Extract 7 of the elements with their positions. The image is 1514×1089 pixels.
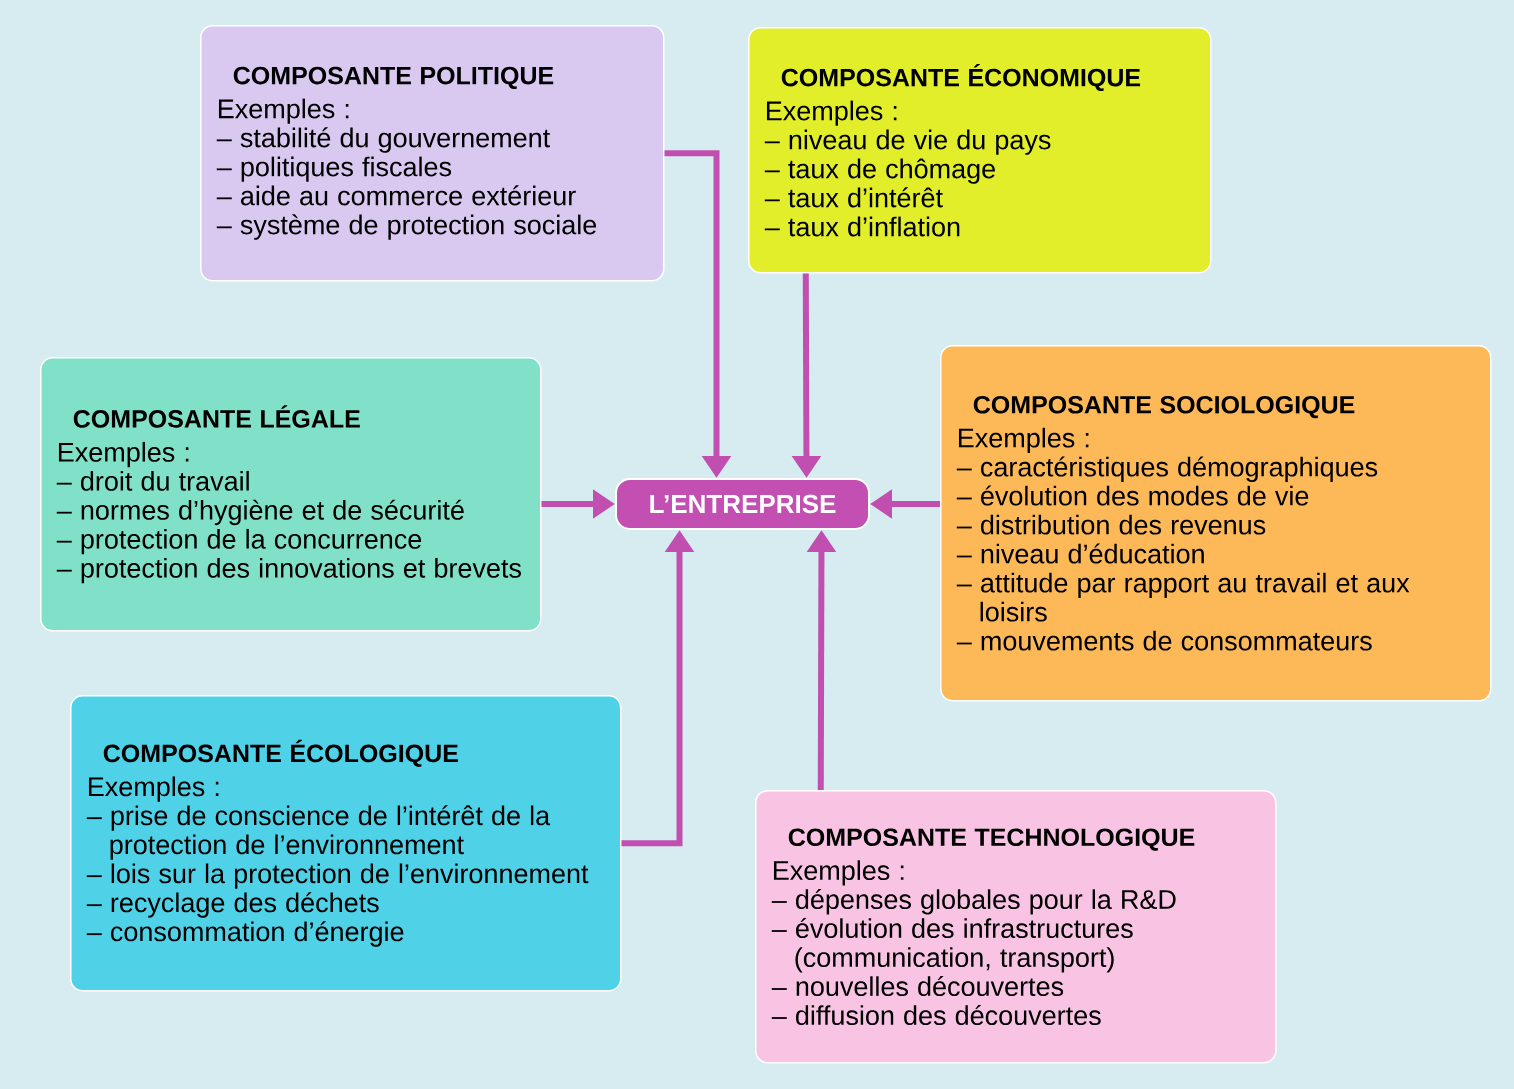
center-pill: L’ENTREPRISE — [615, 478, 870, 530]
component-box: COMPOSANTE ÉCOLOGIQUE Exemples : – prise de conscience de l’intérêt de la protection de l’environnement – lois sur la protection de l’environnement – recyclage des déchets – consommation d’énergie — [70, 695, 622, 992]
component-box: COMPOSANTE LÉGALE Exemples : – droit du travail – normes d’hygiène et de sécurité – protection de la concurrence – protection des innovations et brevets — [40, 357, 542, 632]
component-box: COMPOSANTE POLITIQUE Exemples : – stabilité du gouvernement – politiques fiscales – aide au commerce extérieur – système de protection sociale — [200, 25, 665, 282]
component-box: COMPOSANTE SOCIOLOGIQUE Exemples : – caractéristiques démographiques – évolution des modes de vie – distribution des revenus – niveau d’éducation – attitude par rapport au travail et aux loisirs – mouvements de consommateurs — [940, 345, 1492, 702]
component-box: COMPOSANTE ÉCONOMIQUE Exemples : – niveau de vie du pays – taux de chômage – taux d’intérêt – taux d’inflation — [748, 27, 1212, 274]
component-box: COMPOSANTE TECHNOLOGIQUE Exemples : – dépenses globales pour la R&D – évolution des infrastructures (communication, transport) – nouvelles découvertes – diffusion des découvertes — [755, 790, 1277, 1064]
